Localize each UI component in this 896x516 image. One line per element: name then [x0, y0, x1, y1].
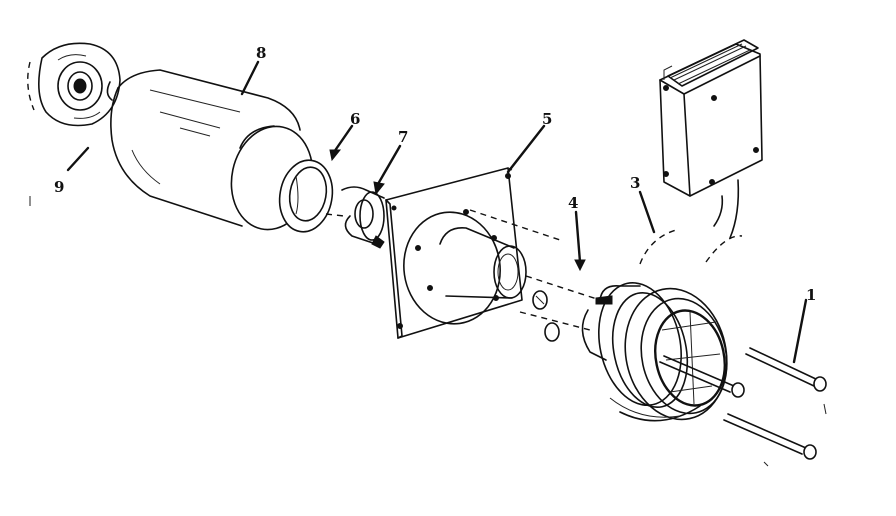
part-9-end-cap — [27, 42, 121, 127]
part-5-mounting-plate — [385, 167, 527, 339]
leader-lines — [29, 60, 808, 364]
label-6: 6 — [350, 110, 360, 128]
label-7: 7 — [398, 128, 408, 146]
junction-box — [659, 39, 763, 239]
part-7-nozzle-adapter — [341, 186, 385, 249]
leader-7 — [376, 144, 402, 186]
label-3: 3 — [630, 174, 640, 192]
leader-8 — [240, 60, 260, 96]
leader-3 — [638, 190, 656, 234]
leader-5 — [506, 124, 546, 174]
label-5: 5 — [542, 110, 552, 128]
part-labels: 8 6 7 5 4 3 1 9 — [54, 44, 816, 304]
leader-1 — [792, 298, 808, 364]
part-3-motor-assembly — [581, 229, 743, 422]
leader-9 — [66, 146, 90, 172]
label-1: 1 — [806, 286, 816, 304]
assembly-center-lines — [325, 209, 601, 331]
part-1-bolts — [659, 347, 827, 467]
part-4-gaskets — [532, 290, 560, 342]
label-4: 4 — [568, 194, 578, 212]
leader-4 — [574, 210, 582, 264]
label-8: 8 — [256, 44, 266, 62]
label-9: 9 — [54, 178, 64, 196]
part-6-inner-sleeve — [278, 159, 334, 233]
leader-6 — [332, 124, 354, 154]
